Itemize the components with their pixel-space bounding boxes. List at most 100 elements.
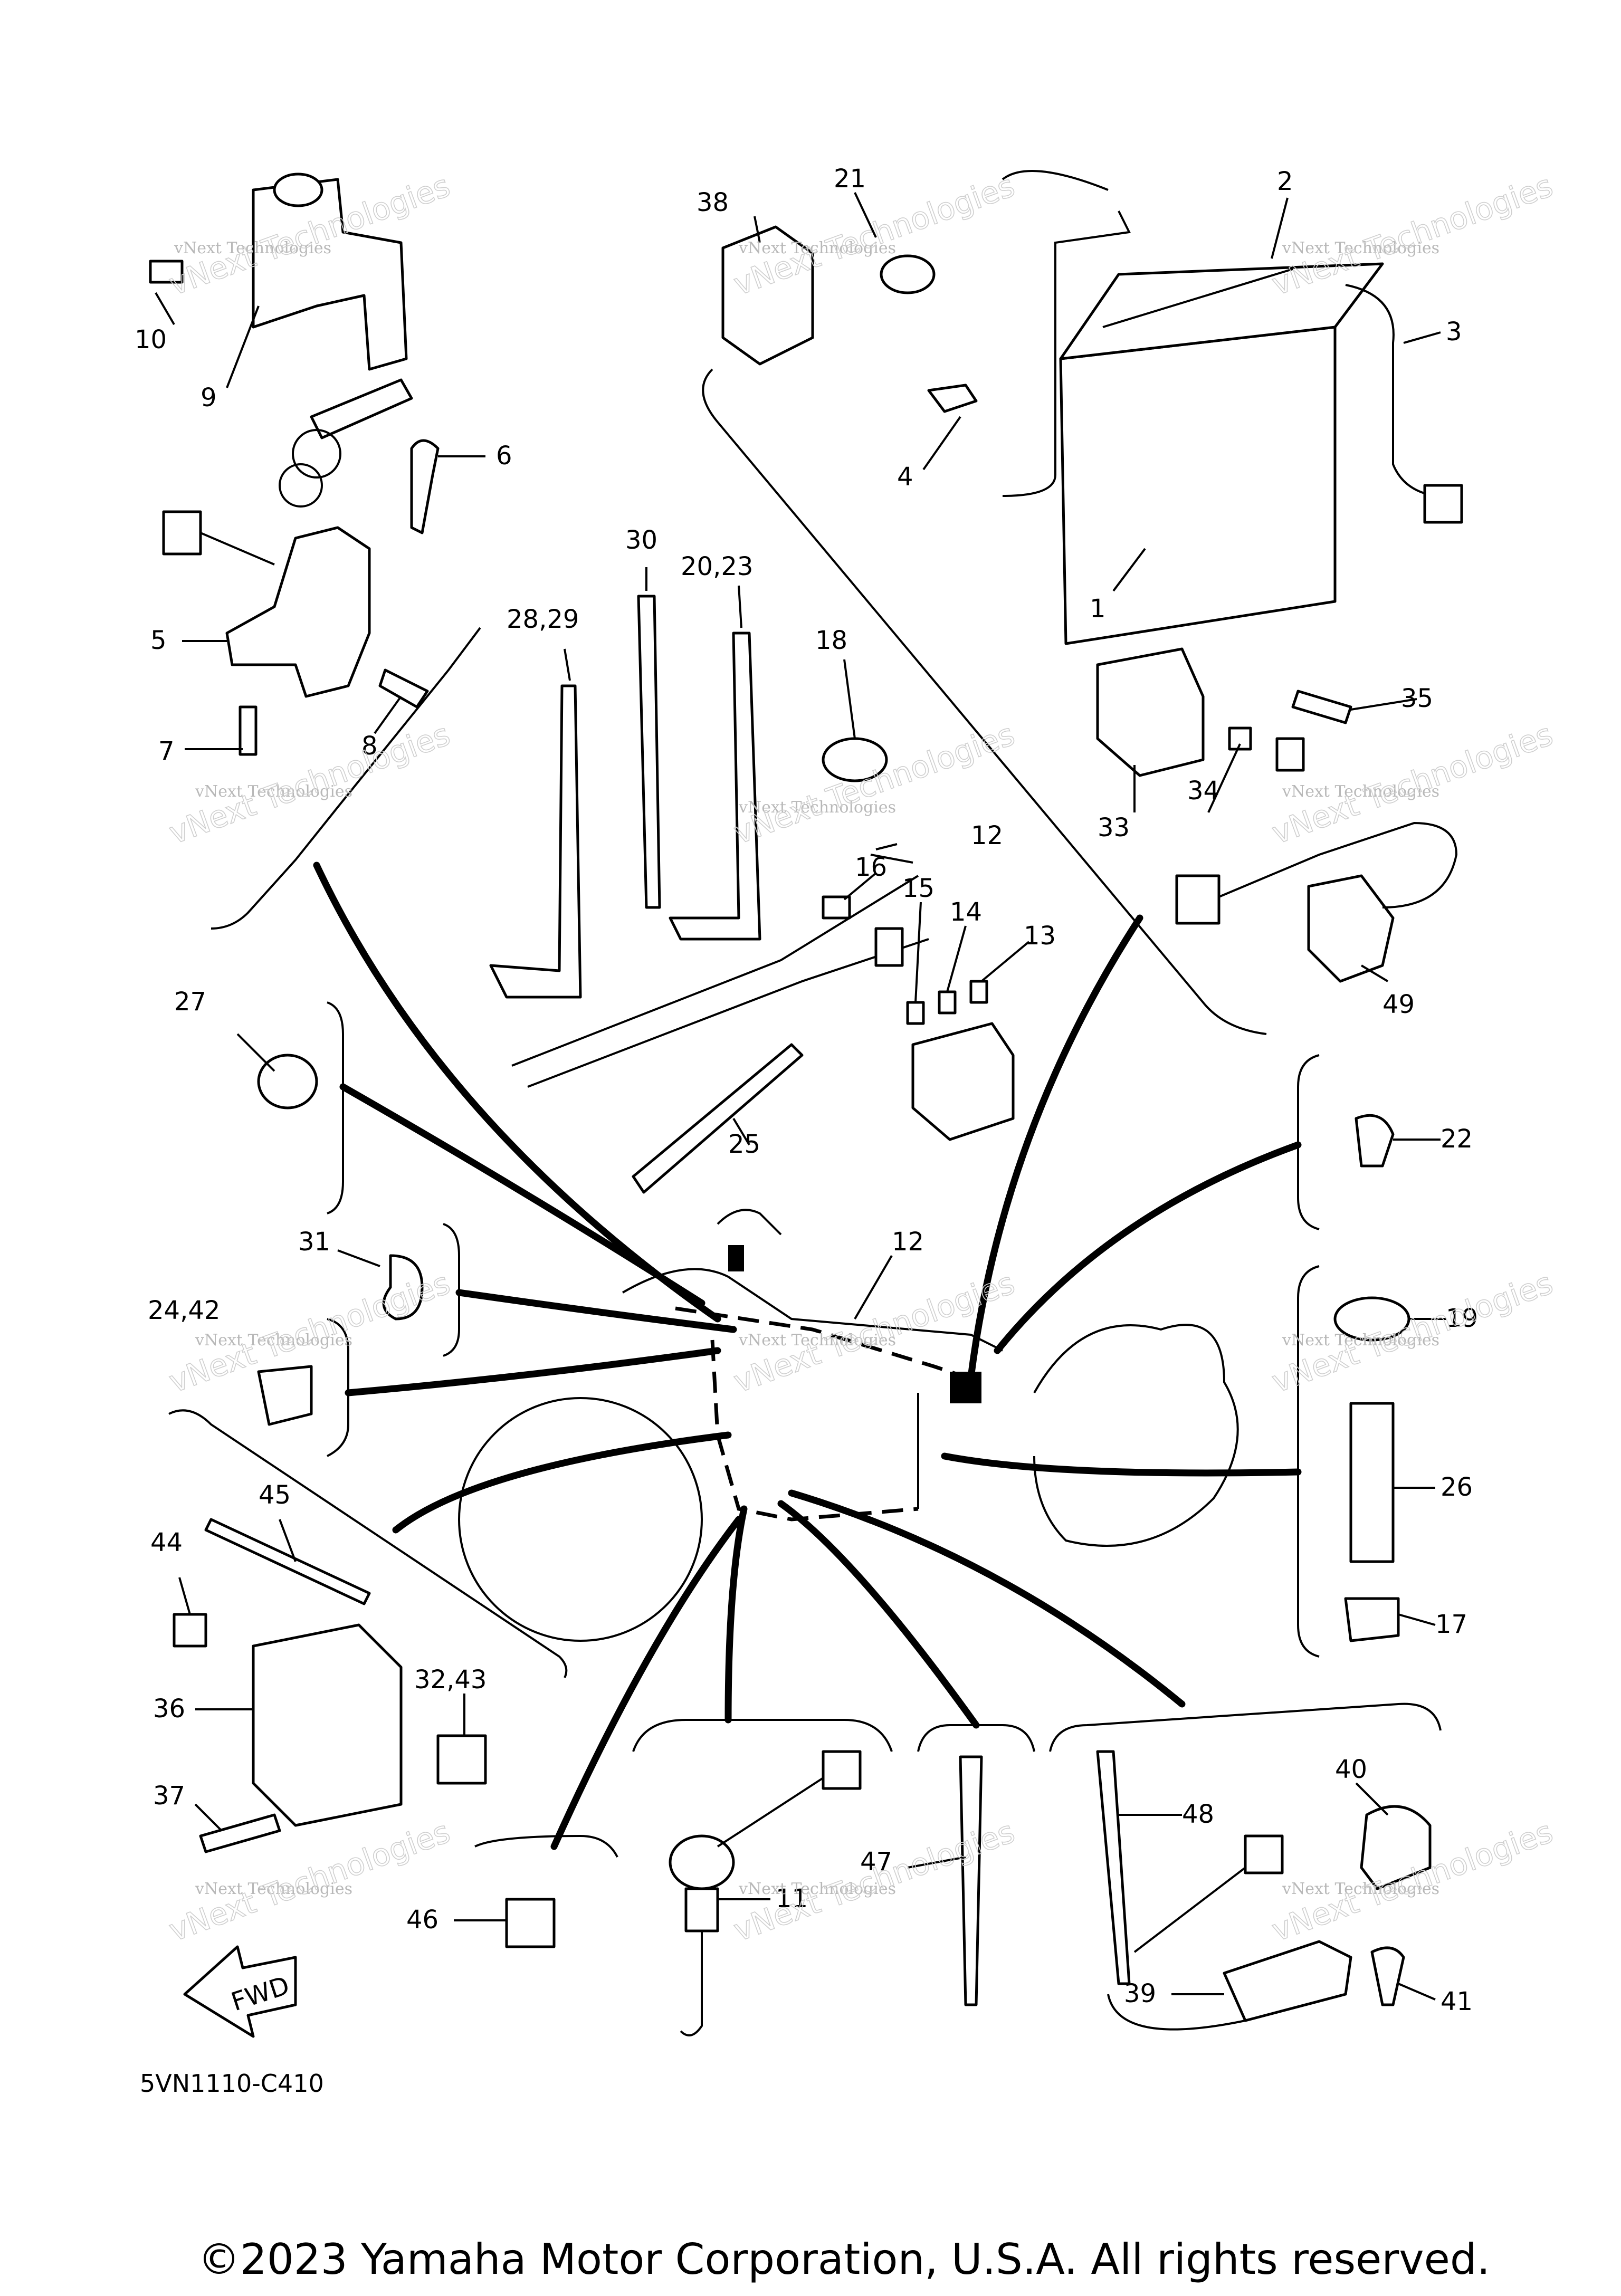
- callout-32-43: 32,43: [414, 1665, 487, 1695]
- parts: [149, 170, 1463, 2038]
- part-39-sensor: [1223, 1940, 1352, 2022]
- leader-to-regulator: [392, 1431, 732, 1534]
- callout-34: 34: [1187, 776, 1219, 806]
- callout-16: 16: [855, 853, 887, 882]
- leader-15: [914, 902, 922, 1003]
- bracket-ignition-group: [211, 627, 481, 930]
- leader-18: [843, 659, 856, 739]
- callout-22: 22: [1441, 1124, 1473, 1154]
- part-30-tie: [637, 595, 661, 909]
- callout-26: 26: [1441, 1472, 1473, 1502]
- part-49-wire: [1218, 821, 1458, 908]
- leader-to-24-42: [345, 1347, 721, 1396]
- leader-17: [1398, 1613, 1436, 1626]
- harness-lower: [710, 1340, 919, 1522]
- callout-labels: 10 9 6 5 7 8 38 21 2 3 4 1 35 34 33 49 2…: [135, 164, 1478, 2016]
- callout-11: 11: [776, 1884, 808, 1914]
- part-26-tube: [1349, 1402, 1395, 1563]
- callout-17: 17: [1435, 1610, 1467, 1639]
- leader-4: [922, 416, 961, 471]
- part-4-terminal: [927, 384, 978, 413]
- harness-upper: [675, 1306, 967, 1379]
- callout-38: 38: [697, 188, 729, 217]
- callout-20-23: 20,23: [681, 552, 753, 581]
- part-12-connector: [874, 927, 904, 967]
- leader-16: [843, 872, 877, 901]
- part-22-clip: [1355, 1114, 1395, 1168]
- callout-47: 47: [860, 1847, 892, 1877]
- part-4-lead: [1002, 211, 1131, 497]
- callout-44: 44: [150, 1528, 183, 1557]
- callout-3: 3: [1446, 317, 1462, 347]
- watermark: vNext Technologies: [738, 1880, 896, 1898]
- part-21-clip: [880, 254, 936, 294]
- leader-to-48: [788, 1489, 1186, 1708]
- part-11-body: [684, 1887, 719, 1933]
- bracket-27: [327, 1001, 344, 1214]
- part-32-43-clamp: [436, 1734, 487, 1785]
- part-20-23-band: [669, 632, 761, 941]
- part-33-relay: [1096, 647, 1205, 777]
- leader-37: [194, 1803, 223, 1832]
- watermark: vNext Technologies: [1282, 239, 1439, 257]
- watermark: vNext Technologies: [195, 1331, 352, 1350]
- part-34-fuse-b: [1275, 737, 1305, 772]
- callout-5: 5: [150, 626, 167, 655]
- callout-12a: 12: [971, 821, 1003, 850]
- watermark: vNext Technologies: [195, 1880, 352, 1898]
- callout-9: 9: [201, 383, 217, 413]
- callout-37: 37: [153, 1781, 185, 1811]
- leader-to-31: [455, 1289, 737, 1333]
- part-36-rectifier: [252, 1623, 403, 1827]
- part-24-42-clamp: [257, 1365, 313, 1426]
- watermark: vNext Technologies: [1282, 782, 1439, 801]
- bracket-47: [917, 1724, 1035, 1752]
- part-38-relay: [721, 225, 814, 366]
- bracket-regulator-group: [168, 1409, 568, 1678]
- leader-to-22: [994, 1141, 1302, 1354]
- watermark: vNext Technologies: [195, 782, 352, 801]
- leader-41: [1398, 1983, 1436, 2001]
- callout-12b: 12: [892, 1227, 924, 1257]
- part-key-blade: [310, 378, 413, 439]
- part-49-switch: [1307, 874, 1395, 983]
- callout-45: 45: [259, 1480, 291, 1510]
- leader-28-29: [564, 648, 571, 681]
- callout-31: 31: [298, 1227, 330, 1257]
- rear-section: [1033, 1324, 1239, 1547]
- leader-10: [155, 292, 175, 326]
- callout-21: 21: [834, 164, 866, 194]
- bracket-24-42: [327, 1318, 349, 1457]
- part-11-connector: [822, 1750, 862, 1790]
- part-14-fuse: [938, 990, 957, 1015]
- motorcycle-frame-silhouette: [458, 1209, 1239, 1642]
- leader-45: [279, 1519, 297, 1562]
- leader-40: [1355, 1782, 1389, 1816]
- leader-12b: [854, 1255, 893, 1320]
- callout-1: 1: [1090, 594, 1106, 624]
- part-17-clamp: [1344, 1597, 1400, 1642]
- part-10-bolt: [149, 260, 184, 284]
- part-12-fusebox: [911, 1022, 1015, 1141]
- callout-18: 18: [815, 626, 847, 655]
- part-40-cover: [1360, 1805, 1432, 1890]
- callout-13: 13: [1024, 921, 1056, 951]
- leader-34: [1207, 743, 1241, 813]
- part-7-screw: [239, 705, 258, 756]
- leader-47: [907, 1856, 966, 1869]
- part-8-screw: [378, 668, 429, 709]
- part-37-bolt: [199, 1813, 281, 1853]
- callout-40: 40: [1335, 1755, 1367, 1784]
- part-49-connector: [1175, 874, 1220, 925]
- callout-28-29: 28,29: [507, 605, 579, 634]
- leader-27: [236, 1033, 275, 1072]
- callout-4: 4: [897, 462, 913, 492]
- part-11-wire: [717, 1777, 824, 1848]
- bracket-46: [474, 1834, 618, 1858]
- part-5-ignition-switch: [225, 526, 371, 698]
- part-3-cable: [1345, 284, 1436, 497]
- leader-to-26: [941, 1452, 1302, 1477]
- callout-30: 30: [625, 525, 657, 555]
- watermark: vNext Technologies: [738, 239, 896, 257]
- part-47-tie: [959, 1755, 983, 2006]
